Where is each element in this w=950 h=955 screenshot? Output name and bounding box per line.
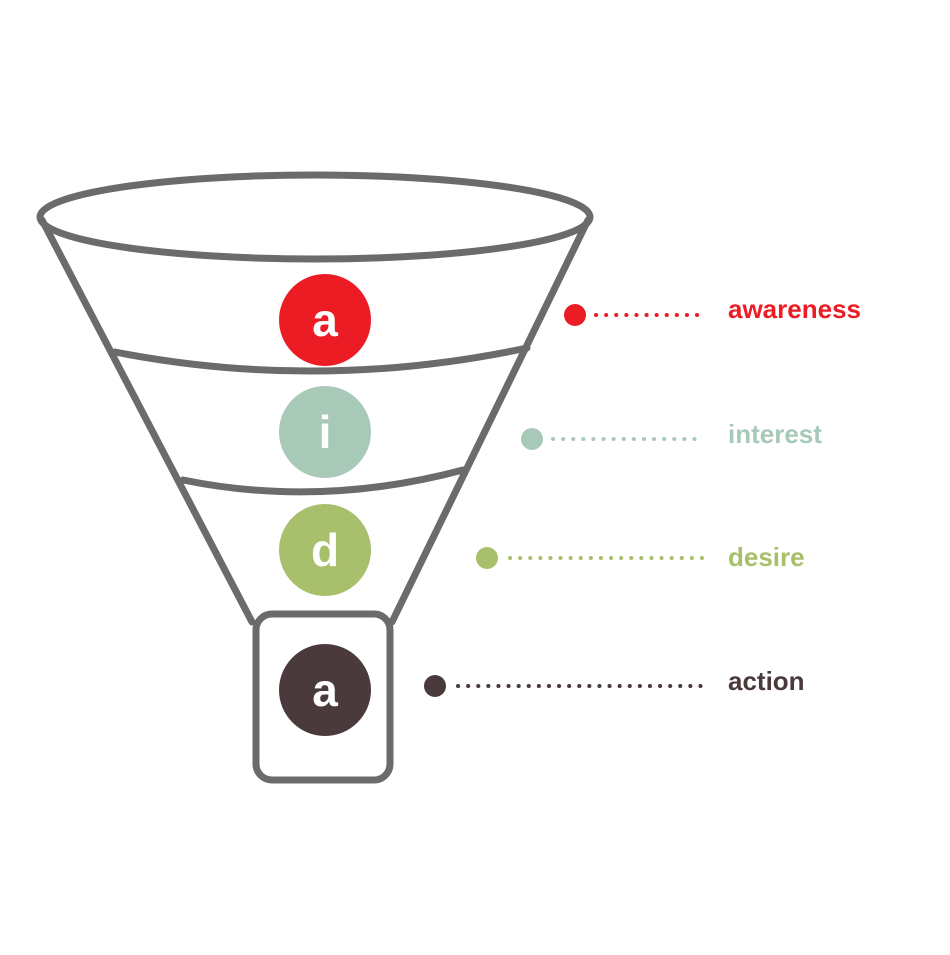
- stage-action: a action: [279, 644, 805, 736]
- awareness-circle: [279, 274, 371, 366]
- interest-letter: i: [319, 406, 332, 458]
- action-dot: [424, 675, 446, 697]
- action-label: action: [728, 666, 805, 696]
- desire-label: desire: [728, 542, 805, 572]
- desire-letter: d: [311, 524, 339, 576]
- stage-desire: d desire: [279, 504, 805, 596]
- stage-interest: i interest: [279, 386, 822, 478]
- stage-awareness: a awareness: [279, 274, 861, 366]
- interest-circle: [279, 386, 371, 478]
- awareness-label: awareness: [728, 294, 861, 324]
- awareness-dot: [564, 304, 586, 326]
- funnel-band-1: [111, 344, 531, 375]
- desire-dot: [476, 547, 498, 569]
- interest-label: interest: [728, 419, 822, 449]
- funnel-outline: [36, 171, 594, 784]
- funnel-right-wall: [388, 216, 592, 626]
- interest-dot: [521, 428, 543, 450]
- funnel-band-2: [179, 466, 467, 496]
- desire-circle: [279, 504, 371, 596]
- funnel-spout: [252, 610, 394, 784]
- awareness-letter: a: [312, 294, 338, 346]
- funnel-left-wall: [38, 216, 256, 626]
- action-letter: a: [312, 664, 338, 716]
- funnel-rim: [36, 171, 594, 263]
- action-circle: [279, 644, 371, 736]
